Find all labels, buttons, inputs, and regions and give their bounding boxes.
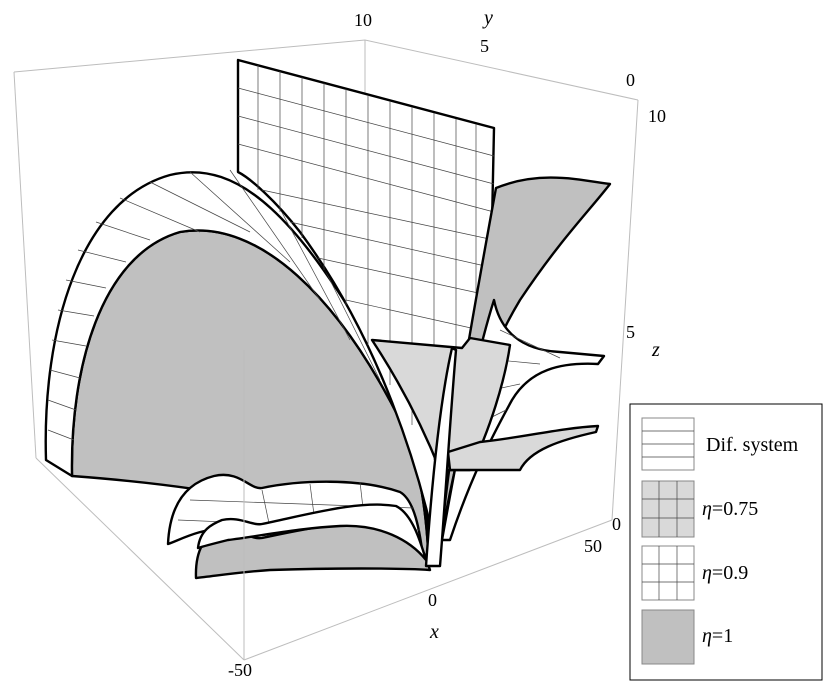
legend-symbol-eta1: η: [702, 625, 712, 647]
legend-item-eta075: η=0.75: [641, 480, 758, 538]
legend-swatch-eta075: [641, 480, 695, 538]
legend-item-eta1: η=1: [641, 609, 733, 665]
svg-text:η=0.75: η=0.75: [702, 498, 758, 520]
y-axis-label: y: [482, 7, 493, 29]
legend-swatch-eta1: [641, 609, 695, 665]
x-tick-0: 0: [428, 590, 437, 610]
z-axis-label: z: [651, 339, 660, 361]
dif-lower-ribbon: [196, 503, 428, 562]
legend-swatch-eta09: [641, 545, 695, 601]
legend-symbol-eta09: η: [702, 562, 712, 584]
eta075-right-tail: [446, 424, 600, 472]
x-tick-minus50: -50: [228, 660, 252, 680]
y-tick-5: 5: [480, 36, 489, 56]
z-axis-ticks: 10 5 0: [612, 106, 666, 534]
central-spike: [424, 346, 458, 568]
svg-text:η=1: η=1: [702, 625, 733, 647]
legend-symbol-eta075: η: [702, 498, 712, 520]
legend-item-eta09: η=0.9: [641, 545, 748, 601]
z-tick-5: 5: [626, 322, 635, 342]
x-axis-ticks: 50 0 -50: [228, 536, 602, 680]
legend: Dif. system η=0.75 η=0.9 η=1: [629, 403, 823, 681]
svg-text:η=0.9: η=0.9: [702, 562, 748, 584]
z-tick-10: 10: [648, 106, 666, 126]
y-axis-ticks: 10 5 0: [354, 10, 635, 90]
y-tick-0: 0: [626, 70, 635, 90]
legend-item-dif: Dif. system: [641, 417, 799, 471]
dif-left-mesh: [47, 169, 381, 441]
x-tick-50: 50: [584, 536, 602, 556]
legend-label-eta09: =0.9: [712, 562, 748, 584]
legend-label-eta1: =1: [712, 625, 733, 647]
z-tick-0: 0: [612, 514, 621, 534]
legend-label-dif: Dif. system: [706, 434, 799, 456]
y-tick-10: 10: [354, 10, 372, 30]
x-axis-label: x: [429, 621, 439, 643]
legend-label-eta075: =0.75: [712, 498, 758, 520]
